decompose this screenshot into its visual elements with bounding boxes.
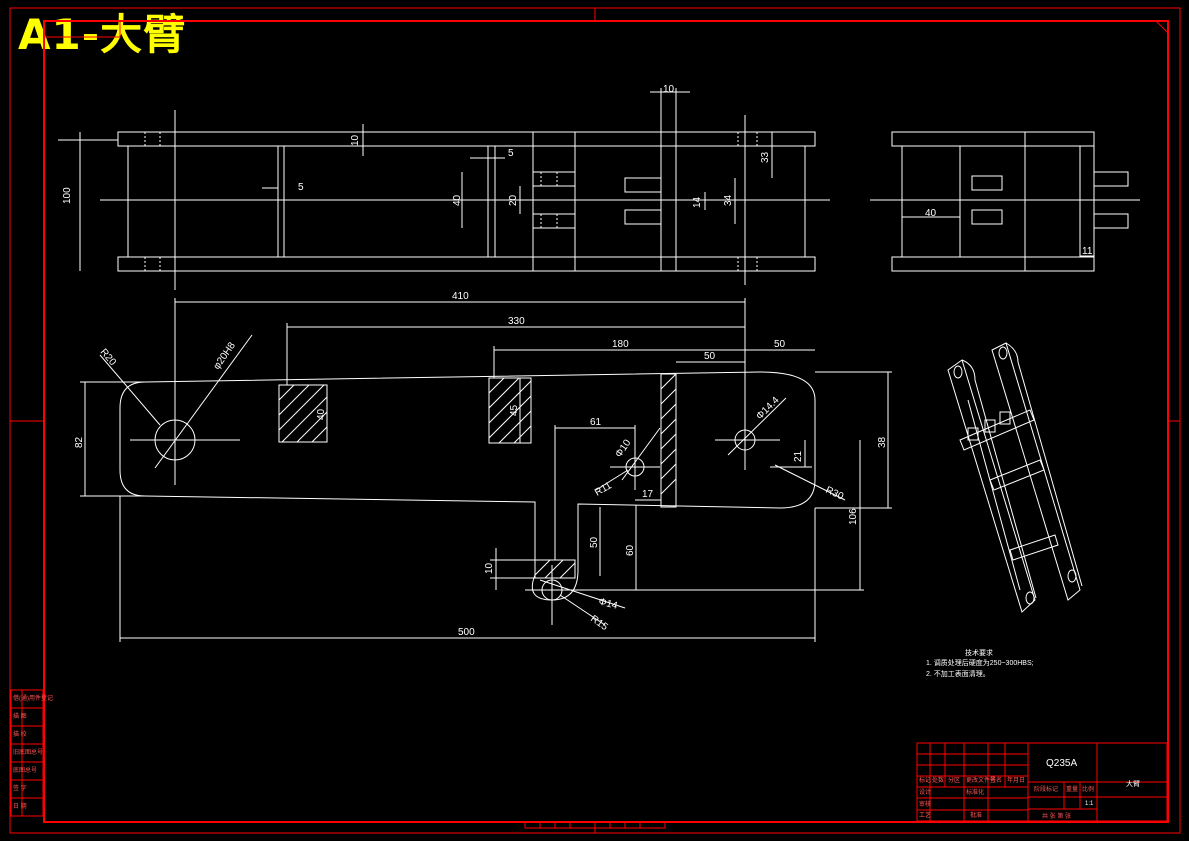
dim-10-top: 10	[663, 84, 675, 95]
dim-10-front: 10	[484, 562, 495, 574]
dim-r15: R15	[588, 613, 610, 633]
side-registration-block: 借(通)用件登记 描 图 描 校 旧底图总号 底图总号 签 字 日 期	[10, 689, 53, 817]
side-block-item-5: 底图总号	[13, 766, 37, 774]
side-block-item-1: 借(通)用件登记	[13, 694, 53, 702]
title-block-label-mark: 标记	[919, 776, 931, 784]
hatch-section-2	[488, 377, 532, 444]
side-block-item-2: 描 图	[13, 712, 27, 720]
dim-5-b: 5	[508, 148, 514, 159]
dim-r20: R20	[98, 347, 119, 368]
hatch-section-1	[278, 384, 328, 443]
title-block-label-date: 年月日	[1007, 776, 1025, 784]
dim-33: 33	[760, 151, 771, 163]
title-block-ratio: 比例	[1082, 785, 1094, 793]
dim-r11: R11	[593, 480, 614, 499]
notes-line-1: 1. 调质处理后硬度为250~300HBS;	[926, 658, 1034, 667]
hatch-section-3	[660, 373, 677, 508]
side-block-item-3: 描 校	[13, 730, 27, 738]
dim-50-b: 50	[774, 339, 786, 350]
dim-38: 38	[877, 436, 888, 448]
dim-14: 14	[692, 196, 703, 208]
dim-106: 106	[848, 508, 859, 525]
title-block-scale: 1:1	[1085, 801, 1094, 807]
dim-5-a: 5	[298, 182, 304, 193]
title-block-label-change-doc: 更改文件号	[966, 776, 996, 784]
front-view: 410 330 180 50 50 61 17 500 82 40 45 38	[74, 291, 892, 642]
dim-34: 34	[723, 194, 734, 206]
title-block-designer: 设计	[919, 788, 931, 796]
dim-40-top: 40	[452, 194, 463, 206]
dim-330: 330	[508, 316, 525, 327]
dim-r30: R30	[824, 485, 846, 503]
dim-61: 61	[590, 417, 602, 428]
dim-17: 17	[642, 489, 654, 500]
dim-phi20: φ20H8	[211, 340, 238, 372]
title-block-material: Q235A	[1046, 758, 1077, 769]
dim-10-left: 10	[350, 134, 361, 146]
dim-100: 100	[62, 187, 73, 204]
notes-heading: 技术要求	[965, 648, 993, 657]
dim-45: 45	[509, 404, 520, 416]
title-block-weight: 重量	[1066, 785, 1078, 793]
dim-82: 82	[74, 436, 85, 448]
dim-phi14-4: Φ14.4	[754, 395, 781, 422]
side-block-item-7: 日 期	[13, 802, 27, 810]
title-block-label-zone: 分区	[948, 776, 960, 784]
notes-line-2: 2. 不加工表面清理。	[926, 669, 990, 678]
dim-180: 180	[612, 339, 629, 350]
isometric-view	[947, 342, 1083, 613]
drawing-frame	[9, 7, 1181, 834]
title-block-approve: 批准	[970, 811, 982, 819]
title-block-process: 工艺	[919, 811, 931, 819]
dim-50-c: 50	[589, 536, 600, 548]
dim-21: 21	[793, 450, 804, 462]
dim-11: 11	[1082, 246, 1093, 257]
hatch-section-4	[534, 559, 576, 579]
technical-notes: 技术要求 1. 调质处理后硬度为250~300HBS; 2. 不加工表面清理。	[926, 648, 1034, 678]
title-block-sheets: 共 张 第 张	[1042, 812, 1071, 820]
dim-20: 20	[508, 194, 519, 206]
title-block-checker: 审核	[919, 800, 931, 808]
title-block-stage-mark: 阶段标记	[1034, 785, 1058, 793]
side-block-item-6: 签 字	[13, 784, 27, 792]
dim-40-side: 40	[925, 208, 937, 219]
dim-410: 410	[452, 291, 469, 302]
dim-phi10: Φ10	[613, 437, 633, 459]
side-block-item-4: 旧底图总号	[13, 748, 43, 756]
dim-50-a: 50	[704, 351, 716, 362]
dim-40-front: 40	[316, 408, 327, 420]
title-block-standardize: 标准化	[966, 788, 984, 796]
title-block-part-name: 大臂	[1126, 779, 1140, 788]
dim-60: 60	[625, 544, 636, 556]
title-block-label-signature: 签名	[990, 776, 1002, 784]
side-view: 40 11	[870, 131, 1140, 272]
top-view: 100 10 5 5 40 20 10 33 14 34	[58, 84, 830, 290]
dim-500: 500	[458, 627, 475, 638]
title-block-label-count: 处数	[932, 776, 944, 784]
dim-phi14: Φ14	[597, 596, 619, 612]
title-block: Q235A 大臂 1:1 标记 处数 分区 更改文件号 签名 年月日 设计 标准…	[916, 742, 1168, 822]
